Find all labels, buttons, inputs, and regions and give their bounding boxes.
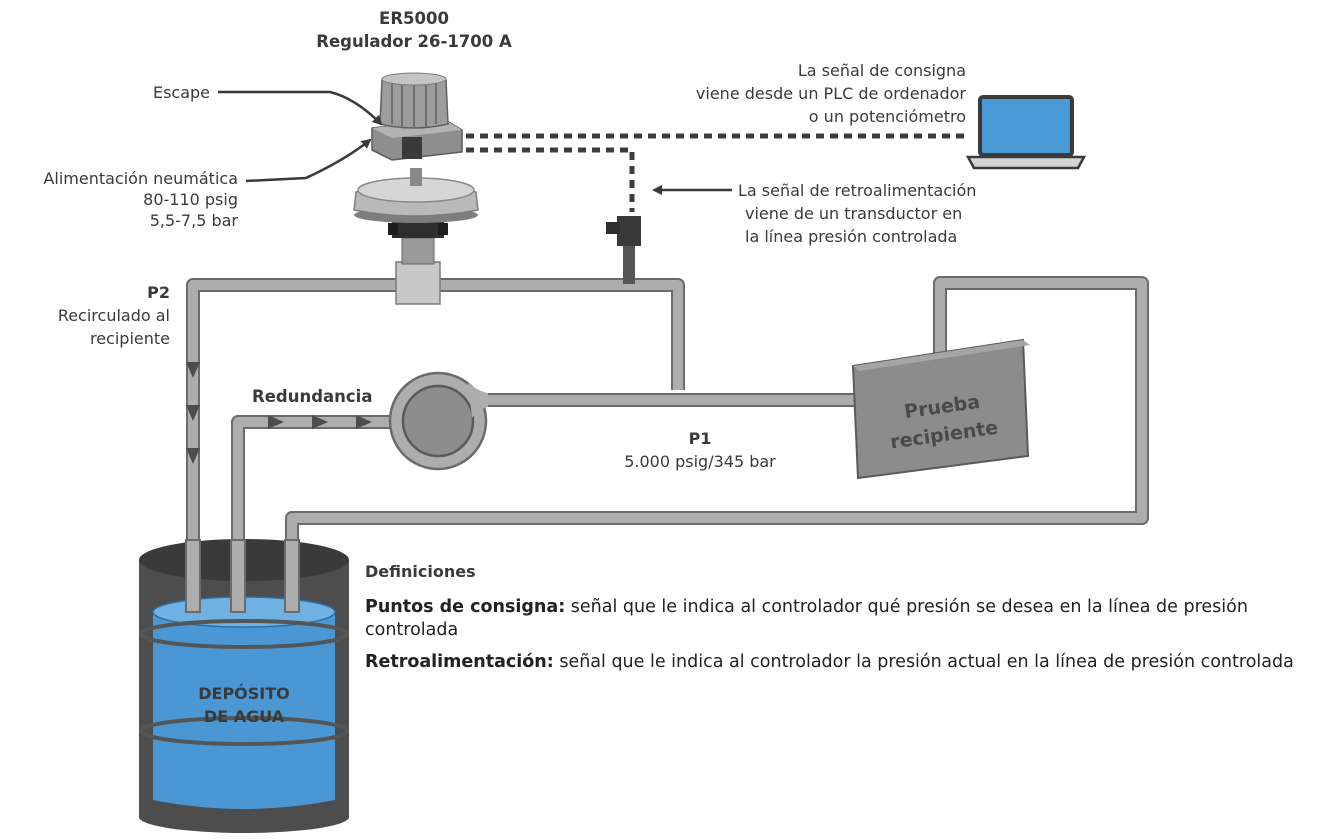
supply-arrow [245, 138, 372, 183]
p2-line2: recipiente [89, 329, 170, 348]
exhaust-arrow [218, 90, 383, 126]
definition-setpoint: Puntos de consigna: señal que le indica … [365, 596, 1315, 642]
p2-title: P2 [147, 283, 170, 302]
setpoint-note-3: o un potenciómetro [808, 107, 966, 126]
definitions: Definiciones Puntos de consigna: señal q… [365, 560, 1315, 674]
exhaust-label: Escape [152, 83, 210, 102]
pump [388, 371, 488, 471]
definition-setpoint-term: Puntos de consigna: [365, 597, 566, 617]
p1-value: 5.000 psig/345 bar [624, 452, 776, 471]
tank-label-1: DEPÓSITO [198, 684, 290, 703]
p2-line1: Recirculado al [57, 306, 170, 325]
feedback-note-2: viene de un transductor en [745, 204, 963, 223]
flow-arrows [186, 362, 372, 464]
feedback-note-1: La señal de retroalimentación [738, 181, 977, 200]
regulator [353, 72, 479, 305]
callout-arrows [218, 90, 732, 195]
redundancy-label: Redundancia [252, 387, 373, 406]
tank-label-2: DE AGUA [204, 707, 285, 726]
definitions-title: Definiciones [365, 562, 476, 581]
setpoint-note-1: La señal de consigna [797, 61, 966, 80]
regulator-model: ER5000 [379, 9, 449, 28]
definition-setpoint-text: señal que le indica al controlador qué p… [365, 597, 1248, 640]
laptop-icon [965, 95, 1087, 170]
definition-feedback-term: Retroalimentación: [365, 652, 554, 672]
definition-feedback-text: señal que le indica al controlador la pr… [553, 652, 1294, 672]
supply-label-1: Alimentación neumática [43, 169, 238, 188]
test-vessel [851, 338, 1030, 480]
feedback-note-3: la línea presión controlada [745, 227, 958, 246]
setpoint-note-2: viene desde un PLC de ordenador [695, 84, 966, 103]
regulator-name: Regulador 26-1700 A [316, 32, 512, 51]
supply-label-3: 5,5-7,5 bar [149, 211, 238, 230]
tank-inlet-pipes [185, 539, 300, 613]
definition-feedback: Retroalimentación: señal que le indica a… [365, 651, 1315, 674]
p1-title: P1 [688, 429, 712, 448]
supply-label-2: 80-110 psig [143, 190, 238, 209]
pressure-transducer [606, 216, 641, 284]
